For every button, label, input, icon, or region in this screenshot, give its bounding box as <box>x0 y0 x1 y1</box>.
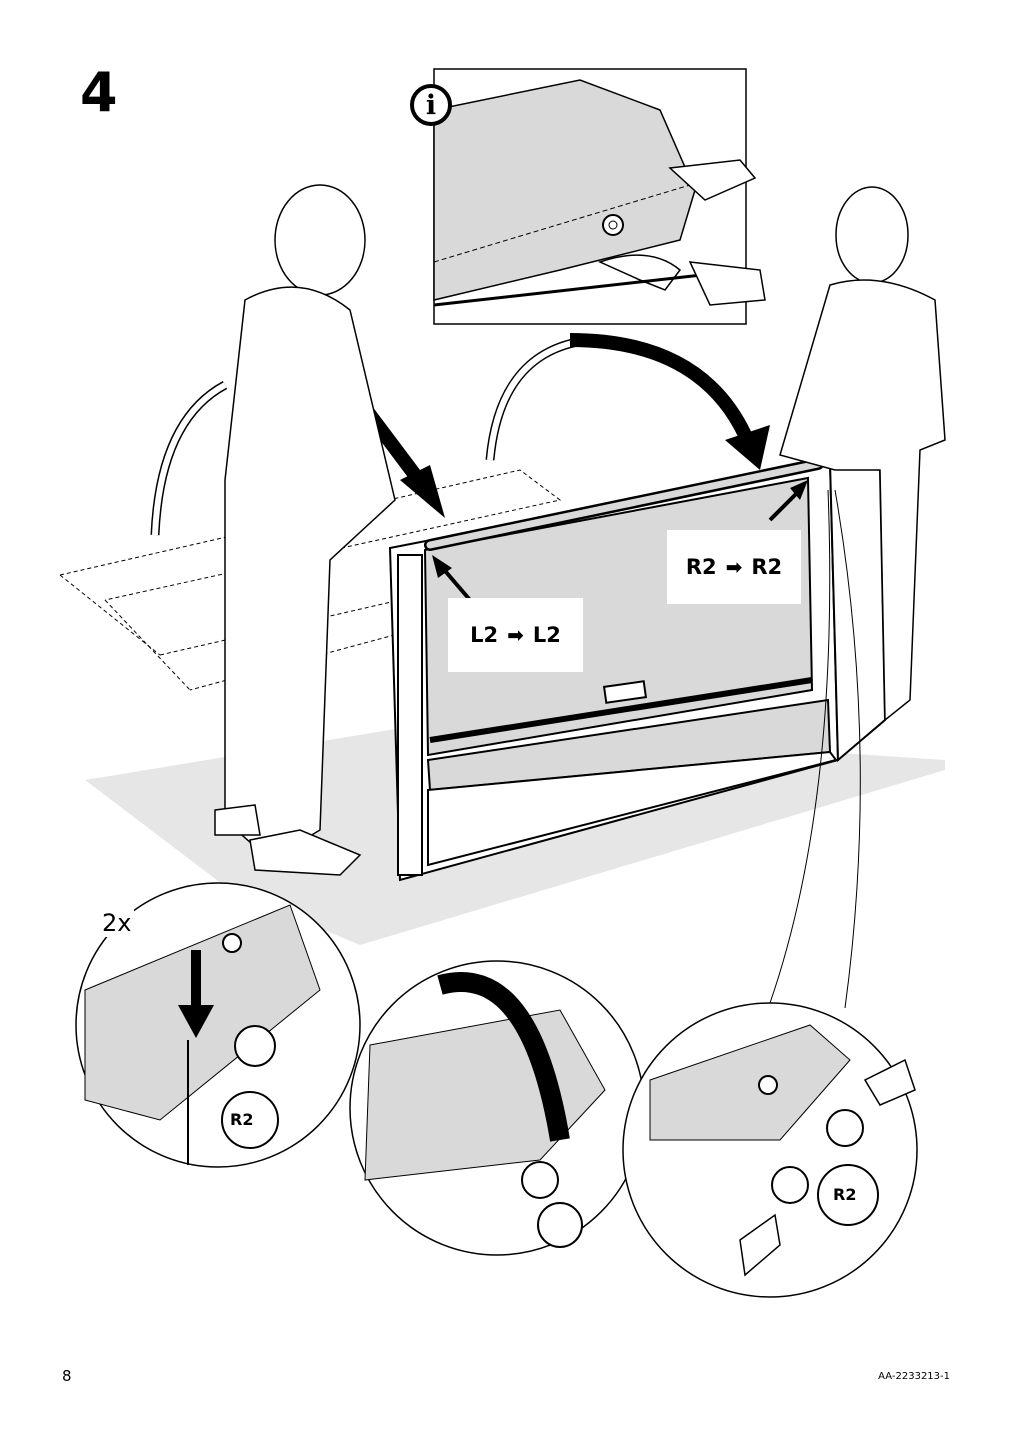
label-r2-from: R2 <box>685 555 717 579</box>
part-marking-r2: R2 <box>230 1110 254 1129</box>
detail-circle-1 <box>75 882 361 1168</box>
part-marking-r2: R2 <box>833 1185 857 1204</box>
right-arrow-icon: ➡ <box>725 555 743 579</box>
page-number: 8 <box>62 1367 72 1385</box>
detail-circle-3 <box>622 1002 918 1298</box>
label-r2-to: R2 <box>751 555 783 579</box>
label-l2-to: L2 <box>532 623 561 647</box>
info-inset <box>433 68 766 325</box>
quantity-multiplier: 2x <box>99 909 135 937</box>
rotation-arc-left-outline <box>152 382 227 536</box>
detail-circle-2 <box>349 960 645 1256</box>
person-right <box>779 186 946 722</box>
pointer-arrow-r2 <box>768 480 808 522</box>
label-l2-from: L2 <box>470 623 499 647</box>
detail-connector <box>769 489 831 1004</box>
info-symbol: i <box>425 89 437 121</box>
document-code: AA-2233213-1 <box>878 1371 950 1382</box>
label-l2-to-l2: L2 ➡ L2 <box>448 598 583 672</box>
insert-arrow-right <box>569 333 770 470</box>
right-arrow-icon: ➡ <box>507 623 524 647</box>
pointer-arrow-l2 <box>432 555 472 602</box>
label-r2-to-r2: R2 ➡ R2 <box>667 530 801 604</box>
person-left <box>214 184 396 876</box>
step-number: 4 <box>80 61 118 124</box>
rotation-arc-middle-outline <box>487 337 591 461</box>
info-icon: i <box>410 84 452 126</box>
